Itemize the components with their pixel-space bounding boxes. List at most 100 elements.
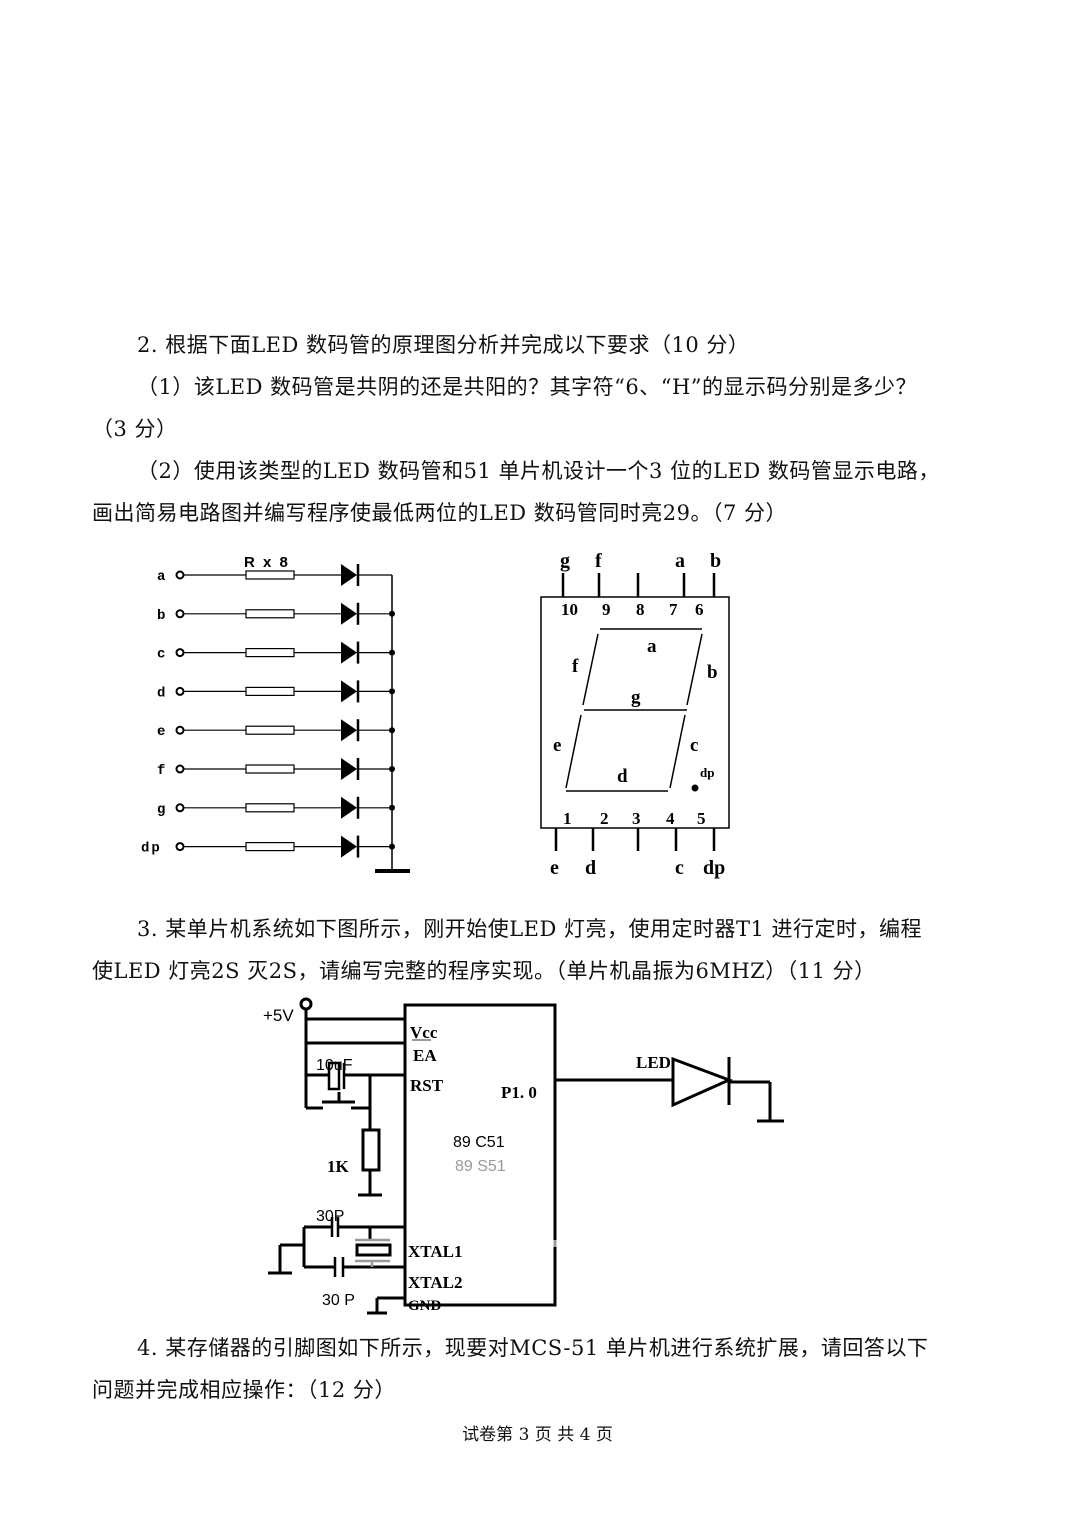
segment-f — [582, 633, 599, 706]
led-row-a: a — [157, 564, 392, 586]
segment-e — [565, 714, 582, 789]
pin-number-3: 3 — [632, 809, 641, 828]
led-row-b: b — [157, 602, 395, 625]
resistor-array-label: R x 8 — [244, 554, 290, 571]
question-3-line1: 3. 某单片机系统如下图所示，刚开始使LED 灯亮，使用定时器T1 进行定时，编… — [137, 917, 923, 941]
seven-segment-svg: g f a b 10 9 8 7 6 a b f g e c d dp 1 — [540, 550, 730, 879]
segment-label-e: e — [553, 735, 561, 756]
bottom-pin-label-d: d — [585, 857, 596, 879]
segment-label-g: g — [631, 687, 641, 708]
led-row-d: d — [157, 680, 395, 703]
led-schematic-svg: R x 8 a b c d e f g dp — [141, 554, 410, 873]
pin-label-rst: RST — [410, 1076, 444, 1095]
question-4-line1: 4. 某存储器的引脚图如下所示，现要对MCS-51 单片机进行系统扩展，请回答以… — [137, 1336, 929, 1360]
top-pin-label-g: g — [560, 550, 570, 572]
top-pin-label-f: f — [595, 550, 602, 572]
segment-label-f: f — [572, 656, 579, 677]
input-terminal-g — [175, 803, 185, 813]
input-label-b: b — [157, 608, 167, 624]
diode-c — [341, 641, 357, 664]
resistor-b — [245, 609, 295, 619]
pin-number-8: 8 — [636, 600, 645, 619]
diode-a — [341, 564, 357, 586]
input-label-a: a — [157, 569, 167, 585]
segment-label-d: d — [617, 766, 628, 787]
pin-number-2: 2 — [600, 809, 609, 828]
page-footer: 试卷第 3 页 共 4 页 — [462, 1425, 613, 1445]
pin-number-5: 5 — [697, 809, 706, 828]
bottom-pin-label-e: e — [550, 857, 559, 879]
led-label: LED — [636, 1053, 671, 1072]
question-2-part2-line2: 画出简易电路图并编写程序使最低两位的LED 数码管同时亮29。（7 分） — [92, 501, 788, 525]
resistor-1k-label: 1K — [327, 1157, 350, 1176]
input-terminal-b — [175, 609, 185, 619]
segment-c — [669, 714, 686, 789]
input-label-d: d — [157, 685, 167, 701]
question-2-part1-line2: （3 分） — [92, 417, 178, 441]
capacitor-30p-2-label: 30 P — [322, 1292, 355, 1309]
input-terminal-f — [175, 764, 185, 774]
pin-number-7: 7 — [669, 600, 678, 619]
capacitor-30p-1-label: 30P — [316, 1208, 344, 1225]
diode-dp — [341, 835, 357, 858]
pin-label-gnd: GND — [408, 1298, 442, 1314]
led-row-dp: dp — [141, 835, 395, 858]
input-label-e: e — [157, 724, 167, 740]
led-row-c: c — [157, 641, 395, 664]
pin-label-xtal2: XTAL2 — [408, 1273, 462, 1292]
bottom-pin-label-dp: dp — [703, 857, 725, 879]
question-2-part2-line1: （2）使用该类型的LED 数码管和51 单片机设计一个3 位的LED 数码管显示… — [137, 459, 940, 483]
bottom-pin-label-c: c — [675, 857, 684, 879]
led-row-g: g — [157, 796, 395, 819]
pin-number-9: 9 — [602, 600, 611, 619]
diode-d — [341, 680, 357, 703]
led-diode — [671, 1056, 733, 1108]
resistor-f — [245, 764, 295, 774]
input-terminal-e — [175, 725, 185, 735]
diode-f — [341, 758, 357, 780]
question-4-line2: 问题并完成相应操作：（12 分） — [92, 1378, 396, 1402]
supply-terminal — [299, 997, 313, 1011]
resistor-c — [245, 647, 295, 658]
resistor-a — [245, 570, 295, 580]
chip-model: 89 C51 — [453, 1134, 505, 1151]
input-label-c: c — [157, 647, 167, 663]
pin-label-ea: EA — [413, 1046, 437, 1065]
ground-symbol — [375, 869, 410, 873]
chip-model-alt: 89 S51 — [455, 1158, 506, 1175]
segment-dp — [691, 784, 699, 792]
input-terminal-a — [175, 570, 185, 580]
input-terminal-c — [175, 648, 185, 658]
capacitor-10uf-plate-left — [327, 1061, 341, 1091]
pin-label-vcc: Vcc — [410, 1023, 438, 1042]
pin-number-4: 4 — [666, 809, 675, 828]
pin-number-6: 6 — [695, 600, 704, 619]
top-pin-label-a: a — [675, 550, 685, 572]
mcu-circuit: +5V Vcc EA RST P1. 0 89 C51 89 S51 XTAL1… — [255, 995, 795, 1320]
resistor-g — [245, 803, 295, 813]
crystal-body — [355, 1243, 392, 1257]
segment-label-a: a — [647, 636, 657, 657]
mcu-circuit-svg: +5V Vcc EA RST P1. 0 89 C51 89 S51 XTAL1… — [263, 997, 784, 1315]
resistor-d — [245, 686, 295, 696]
input-label-g: g — [157, 802, 167, 818]
segment-label-b: b — [707, 662, 718, 683]
segment-b — [686, 633, 703, 706]
capacitor-10uf-label: 10uF — [316, 1057, 353, 1074]
top-pin-label-b: b — [710, 550, 721, 572]
question-2-title: 2. 根据下面LED 数码管的原理图分析并完成以下要求（10 分） — [137, 333, 750, 357]
resistor-dp — [245, 842, 295, 852]
seven-segment-diagram: g f a b 10 9 8 7 6 a b f g e c d dp 1 — [530, 540, 750, 885]
question-3-line2: 使LED 灯亮2S 灭2S，请编写完整的程序实现。（单片机晶振为6MHZ）（11… — [92, 959, 876, 983]
segment-label-dp: dp — [700, 765, 714, 780]
resistor-e — [245, 725, 295, 735]
display-body — [540, 596, 730, 829]
chip-body — [403, 1003, 557, 1307]
input-label-f: f — [157, 763, 167, 779]
pin-label-xtal1: XTAL1 — [408, 1242, 462, 1261]
input-terminal-d — [175, 686, 185, 696]
supply-label: +5V — [263, 1006, 294, 1025]
diode-g — [341, 796, 357, 819]
input-label-dp: dp — [141, 841, 162, 857]
led-schematic: R x 8 a b c d e f g dp — [130, 540, 430, 885]
